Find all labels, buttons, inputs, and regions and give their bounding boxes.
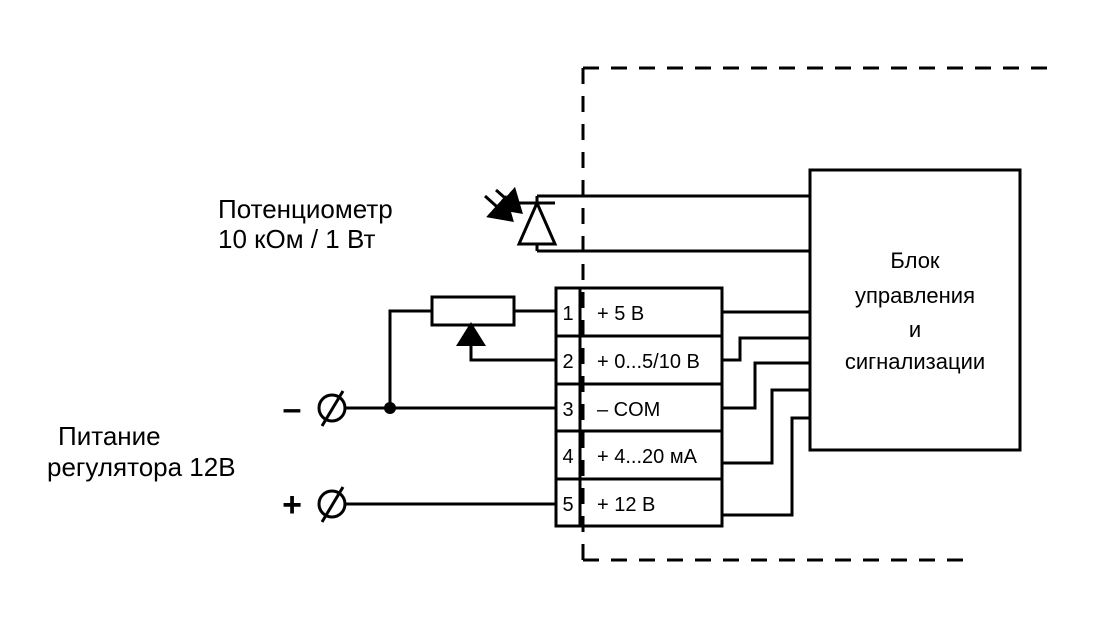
power-plus-connection [317,486,556,523]
terminal-1-label: + 5 В [597,303,644,325]
terminal-2-label: + 0...5/10 В [597,351,700,373]
terminal-4-number: 4 [562,446,573,468]
led-indicator-symbol [483,186,810,253]
minus-sign: – [283,390,302,428]
terminal-3-label: – COM [597,399,660,421]
terminal-1-number: 1 [562,303,573,325]
terminal-to-block-wires [722,310,810,517]
terminal-3-number: 3 [562,399,573,421]
minus-terminal-icon [317,393,347,423]
block-label-line1: Блок [890,248,940,273]
junction-dot [384,402,396,414]
plus-terminal-icon [317,489,347,519]
terminal-5-label: + 12 В [597,494,655,516]
block-label-line2: управления [855,283,975,308]
terminal-4-label: + 4...20 мА [597,446,698,468]
power-label-line2: регулятора 12В [47,452,236,482]
plus-sign: + [282,486,302,524]
block-label-line3: и [909,317,921,342]
potentiometer-symbol [388,295,556,408]
light-arrow-2 [495,186,523,214]
terminal-2-number: 2 [562,351,573,373]
block-label-line4: сигнализации [845,349,985,374]
power-label-line1: Питание [58,421,161,451]
potentiometer-label-line2: 10 кОм / 1 Вт [218,224,375,254]
light-arrow-1 [483,194,514,223]
control-block [808,168,1022,452]
power-minus-connection [317,390,556,427]
terminal-5-number: 5 [562,494,573,516]
potentiometer-label-line1: Потенциометр [218,194,393,224]
